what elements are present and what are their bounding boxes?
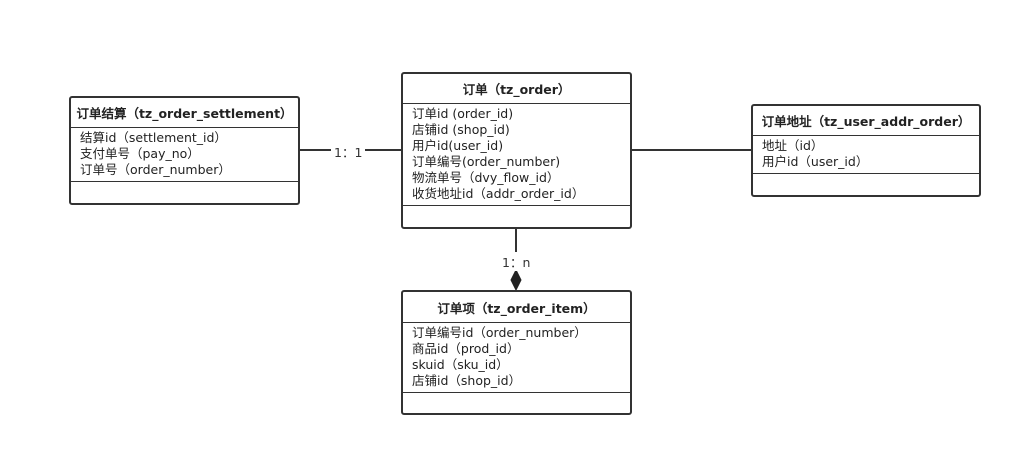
order-class-attributes: 订单id (order_id) 店铺id (shop_id) 用户id(user…	[403, 104, 630, 206]
order-item-multiplicity: 1：n	[499, 252, 534, 271]
settlement-order-multiplicity: 1：1	[331, 142, 366, 161]
settlement-class-title: 订单结算（tz_order_settlement）	[71, 98, 298, 128]
class-attribute: 订单id (order_id)	[412, 106, 514, 121]
class-attribute: 收货地址id（addr_order_id）	[412, 186, 585, 201]
order-class-title: 订单（tz_order）	[403, 74, 630, 104]
settlement-class-box[interactable]: 订单结算（tz_order_settlement） 结算id（settlemen…	[69, 96, 300, 205]
class-attribute: 订单编号(order_number)	[412, 154, 561, 169]
class-attribute: 商品id（prod_id）	[412, 341, 520, 356]
class-attribute: 支付单号（pay_no）	[80, 146, 200, 161]
class-attribute: 店铺id（shop_id）	[412, 373, 522, 388]
composition-diamond-icon	[510, 268, 522, 292]
order-item-class-title: 订单项（tz_order_item）	[403, 292, 630, 323]
settlement-class-attributes: 结算id（settlement_id） 支付单号（pay_no） 订单号（ord…	[71, 128, 298, 182]
address-class-attributes: 地址（id） 用户id（user_id）	[753, 136, 979, 174]
class-attribute: 店铺id (shop_id)	[412, 122, 510, 137]
order-class-box[interactable]: 订单（tz_order） 订单id (order_id) 店铺id (shop_…	[401, 72, 632, 229]
address-class-box[interactable]: 订单地址（tz_user_addr_order） 地址（id） 用户id（use…	[751, 104, 981, 197]
order-item-class-box[interactable]: 订单项（tz_order_item） 订单编号id（order_number） …	[401, 290, 632, 415]
class-attribute: 地址（id）	[762, 138, 824, 153]
address-class-title: 订单地址（tz_user_addr_order）	[753, 106, 979, 136]
class-attribute: skuid（sku_id）	[412, 357, 509, 372]
class-attribute: 结算id（settlement_id）	[80, 130, 227, 145]
class-attribute: 用户id（user_id）	[762, 154, 869, 169]
class-attribute: 订单号（order_number）	[80, 162, 231, 177]
class-attribute: 物流单号（dvy_flow_id）	[412, 170, 560, 185]
class-attribute: 订单编号id（order_number）	[412, 325, 587, 340]
order-item-class-attributes: 订单编号id（order_number） 商品id（prod_id） skuid…	[403, 323, 630, 393]
class-attribute: 用户id(user_id)	[412, 138, 504, 153]
